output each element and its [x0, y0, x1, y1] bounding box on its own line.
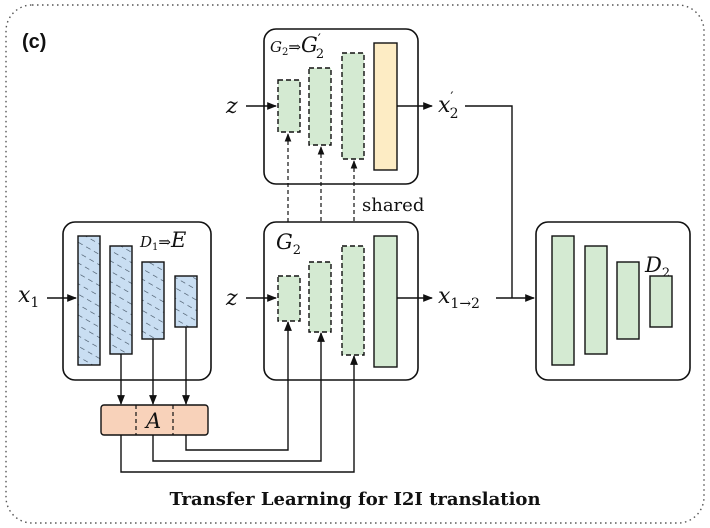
encoder-title: D1⇒E — [139, 228, 186, 253]
adapter-to-g2-1 — [185, 321, 292, 451]
g2-prime-title: G2⇒G′2 — [270, 32, 324, 62]
adapter-to-g2-3 — [120, 355, 358, 473]
g2-prime-output-layer — [373, 42, 398, 171]
d2-title: D2 — [644, 253, 670, 281]
adapter-box — [100, 404, 209, 436]
d2-layer-3 — [616, 261, 640, 340]
panel-frame — [5, 4, 705, 524]
shared-label: shared — [362, 195, 424, 216]
x1-label: x1 — [18, 283, 39, 311]
g2-layer-3 — [341, 245, 365, 356]
encoder-layer-2 — [109, 245, 133, 355]
g2-title: G2 — [276, 230, 301, 258]
encoder-layer-1 — [77, 235, 101, 366]
g2-output-layer — [373, 235, 398, 368]
g2-prime-layer-3 — [341, 52, 365, 160]
g2-prime-layer-1 — [277, 79, 301, 133]
z-bottom-label: z — [225, 286, 238, 311]
adapter-to-g2-2 — [152, 332, 325, 462]
encoder-layer-4 — [174, 275, 198, 328]
g2-prime-layer-2 — [308, 67, 332, 146]
d2-layer-4 — [649, 275, 673, 328]
d2-layer-1 — [551, 235, 575, 366]
d2-layer-2 — [584, 245, 608, 355]
panel-letter: (c) — [22, 31, 46, 53]
encoder-layer-3 — [141, 261, 165, 340]
z-top-label: z — [225, 94, 238, 119]
g2-layer-2 — [308, 261, 332, 333]
x2-prime-label: x′2 — [438, 90, 459, 122]
adapter-label: A — [144, 409, 161, 433]
x2-prime-to-d2-line — [465, 105, 513, 298]
panel-caption: Transfer Learning for I2I translation — [169, 489, 540, 510]
x1-to-2-label: x1→2 — [438, 284, 480, 312]
g2-layer-1 — [277, 275, 301, 322]
